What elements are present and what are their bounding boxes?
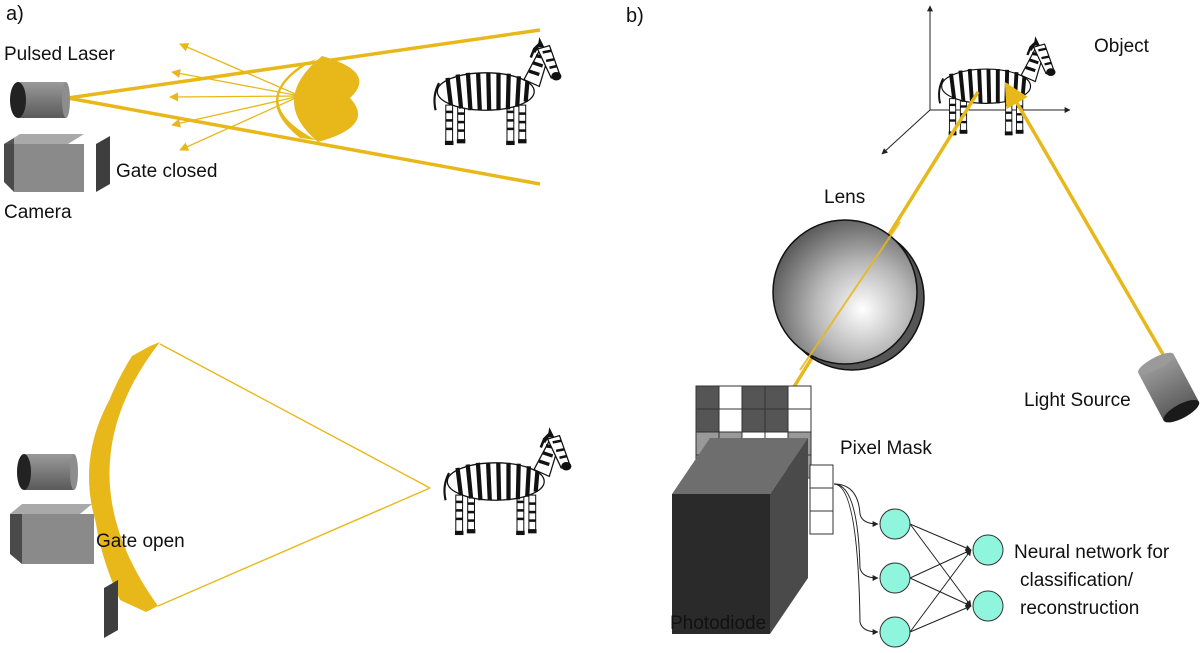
- laser-icon-bottom: [17, 454, 78, 490]
- light-source-label: Light Source: [1024, 390, 1131, 411]
- panel-a: a) Pulsed Laser: [4, 3, 571, 638]
- photodiode-icon: [672, 438, 808, 634]
- light-source-icon: [1138, 352, 1200, 423]
- nn-connection: [909, 523, 972, 607]
- nn-input-node: [879, 562, 911, 594]
- camera-icon-bottom: [10, 504, 94, 564]
- panel-b-label: b): [626, 5, 644, 27]
- beam-lower-edge: [67, 96, 541, 186]
- laser-icon: [10, 82, 70, 118]
- photodiode-label: Photodiode: [670, 613, 766, 634]
- nn-output-node: [972, 590, 1004, 622]
- nn-output-node: [972, 534, 1004, 566]
- lens-label: Lens: [824, 187, 865, 208]
- gate-closed-label: Gate closed: [116, 161, 217, 182]
- nn-input-node: [879, 616, 911, 648]
- nn-connection: [909, 523, 972, 551]
- neural-network: [833, 483, 1004, 648]
- nn-connection: [909, 605, 972, 633]
- return-line-lower: [157, 487, 431, 607]
- camera-label: Camera: [4, 202, 72, 223]
- gate-open-label: Gate open: [96, 531, 185, 552]
- panel-a-label: a): [6, 3, 24, 25]
- pulsed-laser-label: Pulsed Laser: [4, 44, 116, 65]
- zebra-icon-object: [937, 34, 1058, 138]
- lens-icon: [772, 219, 925, 371]
- mask-cell: [741, 385, 766, 410]
- nn-connection: [909, 549, 972, 579]
- light-pulse-crescent: [276, 58, 318, 140]
- mask-cell: [787, 385, 812, 410]
- input-link: [833, 483, 879, 581]
- beam-through-lens: [799, 221, 901, 371]
- nn-input-node: [879, 508, 911, 540]
- mask-cell: [741, 408, 766, 433]
- nn-connection: [909, 577, 972, 607]
- illumination-beam: [1004, 81, 1166, 357]
- mask-cell: [764, 408, 789, 433]
- beam-upper-edge: [67, 28, 541, 100]
- mask-column-cell: [809, 464, 834, 489]
- returning-pulse-body: [92, 346, 150, 612]
- zebra-icon-top: [434, 37, 561, 145]
- mask-cell: [764, 385, 789, 410]
- mask-cell: [787, 408, 812, 433]
- returning-pulse-crescent: [88, 342, 160, 612]
- panel-b: b) Object Light Source Lens Pixel Mas: [626, 5, 1200, 648]
- mask-cell: [695, 408, 720, 433]
- return-line-upper: [159, 343, 431, 489]
- nn-label-line1: Neural network for: [1014, 542, 1170, 563]
- mask-column-cell: [809, 487, 834, 512]
- object-label: Object: [1094, 36, 1150, 57]
- mask-column-cell: [809, 510, 834, 535]
- input-link: [833, 483, 879, 635]
- mask-cell: [718, 385, 743, 410]
- nn-label-line2: classification/: [1020, 570, 1134, 591]
- gate-open-icon: [104, 580, 118, 638]
- pixel-mask-label: Pixel Mask: [840, 438, 932, 459]
- light-pulse-front: [293, 56, 360, 142]
- zebra-icon-bottom: [444, 427, 571, 535]
- backscatter-arrows: [169, 43, 301, 151]
- camera-icon: [4, 134, 84, 192]
- gate-closed-icon: [96, 136, 110, 192]
- nn-label-line3: reconstruction: [1020, 598, 1139, 619]
- mask-cell: [695, 385, 720, 410]
- nn-connection: [909, 549, 972, 633]
- input-link: [833, 483, 879, 527]
- mask-cell: [718, 408, 743, 433]
